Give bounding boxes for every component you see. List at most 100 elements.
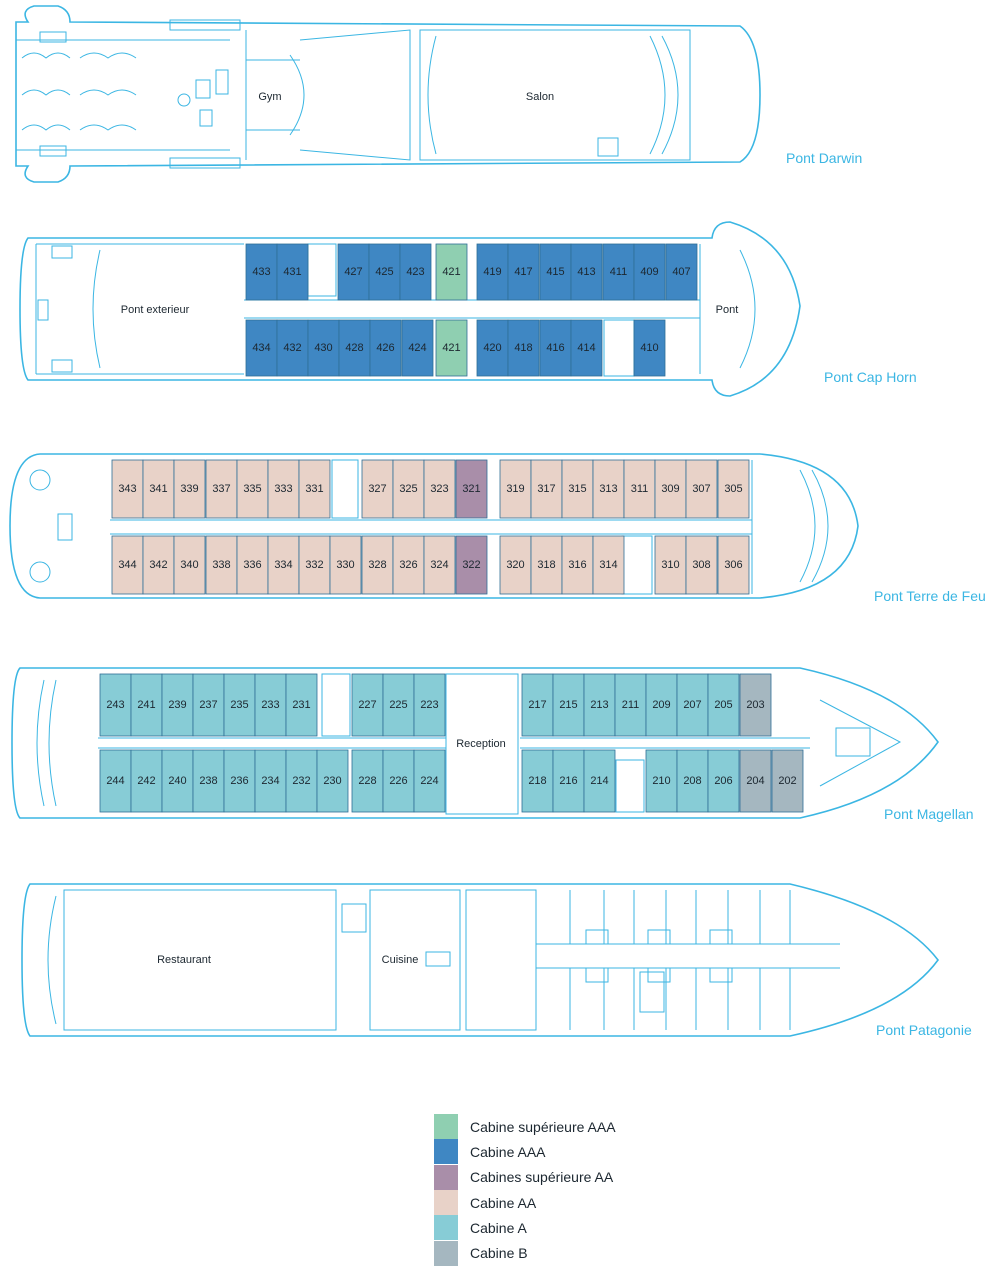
cabin-320[interactable] xyxy=(499,535,532,595)
cabin-340[interactable] xyxy=(173,535,206,595)
cabin-number: 239 xyxy=(168,699,186,711)
cabin-421[interactable] xyxy=(435,243,468,301)
cabin-326[interactable] xyxy=(392,535,425,595)
cabin-321[interactable] xyxy=(455,459,488,519)
cabin-227[interactable] xyxy=(351,673,384,737)
cabin-414[interactable] xyxy=(570,319,603,377)
cabin-332[interactable] xyxy=(298,535,331,595)
cabin-244[interactable] xyxy=(99,749,132,813)
cabin-434[interactable] xyxy=(245,319,278,377)
cabin-226[interactable] xyxy=(382,749,415,813)
cabin-316[interactable] xyxy=(561,535,594,595)
cabin-231[interactable] xyxy=(285,673,318,737)
cabin-407[interactable] xyxy=(665,243,698,301)
cabin-418[interactable] xyxy=(507,319,540,377)
cabin-432[interactable] xyxy=(276,319,309,377)
cabin-410[interactable] xyxy=(633,319,666,377)
cabin-426[interactable] xyxy=(369,319,402,377)
cabin-428[interactable] xyxy=(338,319,371,377)
cabin-424[interactable] xyxy=(401,319,434,377)
cabin-237[interactable] xyxy=(192,673,225,737)
cabin-338[interactable] xyxy=(205,535,238,595)
cabin-344[interactable] xyxy=(111,535,144,595)
cabin-323[interactable] xyxy=(423,459,456,519)
cabin-235[interactable] xyxy=(223,673,256,737)
cabin-218[interactable] xyxy=(521,749,554,813)
cabin-205[interactable] xyxy=(707,673,740,737)
cabin-334[interactable] xyxy=(267,535,300,595)
cabin-331[interactable] xyxy=(298,459,331,519)
cabin-233[interactable] xyxy=(254,673,287,737)
cabin-330[interactable] xyxy=(329,535,362,595)
cabin-203[interactable] xyxy=(739,673,772,737)
cabin-217[interactable] xyxy=(521,673,554,737)
cabin-319[interactable] xyxy=(499,459,532,519)
cabin-228[interactable] xyxy=(351,749,384,813)
cabin-215[interactable] xyxy=(552,673,585,737)
cabin-325[interactable] xyxy=(392,459,425,519)
cabin-243[interactable] xyxy=(99,673,132,737)
cabin-324[interactable] xyxy=(423,535,456,595)
cabin-313[interactable] xyxy=(592,459,625,519)
cabin-225[interactable] xyxy=(382,673,415,737)
cabin-318[interactable] xyxy=(530,535,563,595)
cabin-213[interactable] xyxy=(583,673,616,737)
cabin-216[interactable] xyxy=(552,749,585,813)
room-cuisine: Cuisine xyxy=(382,954,419,966)
cabin-202[interactable] xyxy=(771,749,804,813)
cabin-204[interactable] xyxy=(739,749,772,813)
cabin-423[interactable] xyxy=(399,243,432,301)
cabin-322[interactable] xyxy=(455,535,488,595)
cabin-206[interactable] xyxy=(707,749,740,813)
cabin-409[interactable] xyxy=(633,243,666,301)
cabin-number: 237 xyxy=(199,699,217,711)
cabin-308[interactable] xyxy=(685,535,718,595)
cabin-421[interactable] xyxy=(435,319,468,377)
cabin-number: 423 xyxy=(406,266,424,278)
cabin-339[interactable] xyxy=(173,459,206,519)
cabin-310[interactable] xyxy=(654,535,687,595)
cabin-number: 240 xyxy=(168,775,186,787)
cabin-241[interactable] xyxy=(130,673,163,737)
cabin-416[interactable] xyxy=(539,319,572,377)
cabin-309[interactable] xyxy=(654,459,687,519)
cabin-number: 415 xyxy=(546,266,564,278)
cabin-433[interactable] xyxy=(245,243,278,301)
cabin-415[interactable] xyxy=(539,243,572,301)
cabin-232[interactable] xyxy=(285,749,318,813)
cabin-307[interactable] xyxy=(685,459,718,519)
cabin-328[interactable] xyxy=(361,535,394,595)
cabin-305[interactable] xyxy=(717,459,750,519)
cabin-236[interactable] xyxy=(223,749,256,813)
cabin-314[interactable] xyxy=(592,535,625,595)
cabin-234[interactable] xyxy=(254,749,287,813)
cabin-208[interactable] xyxy=(676,749,709,813)
cabin-214[interactable] xyxy=(583,749,616,813)
cabin-number: 232 xyxy=(292,775,310,787)
cabin-number: 327 xyxy=(368,483,386,495)
cabin-224[interactable] xyxy=(413,749,446,813)
cabin-number: 421 xyxy=(442,342,460,354)
cabin-413[interactable] xyxy=(570,243,603,301)
cabin-211[interactable] xyxy=(614,673,647,737)
cabin-336[interactable] xyxy=(236,535,269,595)
cabin-number: 204 xyxy=(746,775,764,787)
cabin-417[interactable] xyxy=(507,243,540,301)
cabin-306[interactable] xyxy=(717,535,750,595)
cabin-337[interactable] xyxy=(205,459,238,519)
cabin-223[interactable] xyxy=(413,673,446,737)
legend-swatch xyxy=(434,1240,458,1266)
cabin-207[interactable] xyxy=(676,673,709,737)
cabin-335[interactable] xyxy=(236,459,269,519)
cabin-239[interactable] xyxy=(161,673,194,737)
cabin-238[interactable] xyxy=(192,749,225,813)
cabin-number: 238 xyxy=(199,775,217,787)
cabin-431[interactable] xyxy=(276,243,309,301)
cabin-230[interactable] xyxy=(316,749,349,813)
cabin-430[interactable] xyxy=(307,319,340,377)
cabin-342[interactable] xyxy=(142,535,175,595)
cabin-210[interactable] xyxy=(645,749,678,813)
cabin-317[interactable] xyxy=(530,459,563,519)
cabin-number: 241 xyxy=(137,699,155,711)
cabin-242[interactable] xyxy=(130,749,163,813)
